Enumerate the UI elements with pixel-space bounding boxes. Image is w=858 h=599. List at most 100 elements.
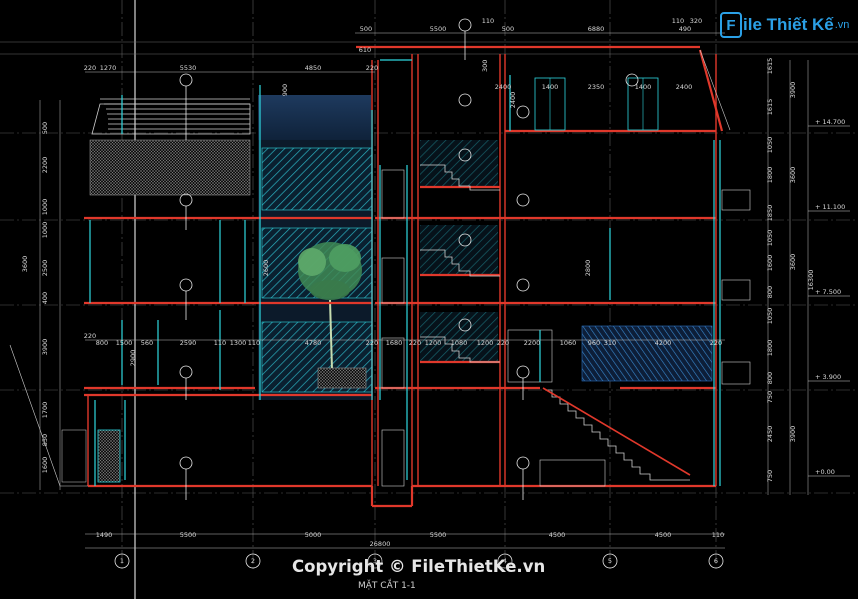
mid-dim-3: 1500 [116,339,133,347]
bottom-dim-4: 5500 [430,531,447,539]
mid-dim-14: 1080 [451,339,468,347]
top-dim-9: 500 [502,25,514,33]
left-dim-11: 3600 [21,256,29,273]
left-dim-6: 400 [41,292,49,304]
top-dim-7: 5500 [430,25,447,33]
mid-dim-9: 4780 [305,339,322,347]
left-dim-10: 1600 [41,457,49,474]
right-dim-3: 1615 [766,99,774,116]
logo-suffix: .vn [834,19,850,31]
left-dim-3: 1000 [41,199,49,216]
top-dim-10: 6880 [588,25,605,33]
top-dim-13: 490 [679,25,691,33]
right-dim-13: 1800 [766,340,774,357]
extra-dim-5: 900 [281,84,289,96]
mid-dim-10: 220 [366,339,378,347]
right-dim-1: 1615 [766,58,774,75]
grid-axis-bubbles [114,553,724,569]
top-dim-11: 110 [672,17,684,25]
bottom-dim-3: 5000 [305,531,322,539]
columns [89,59,721,486]
mid-dim-2: 800 [96,339,108,347]
mid-dim-18: 1060 [560,339,577,347]
bottom-dim-1: 1490 [96,531,113,539]
stairs [420,164,691,481]
right-dim-5: 1800 [766,167,774,184]
top-dim-8: 110 [482,17,494,25]
left-dim-9: 850 [41,434,49,446]
right-dim-11: 1050 [766,308,774,325]
copyright-watermark: Copyright © FileThietKe.vn [292,557,546,576]
mid-dim-20: 310 [604,339,616,347]
left-dim-7: 3900 [41,339,49,356]
bottom-dim-5: 4500 [549,531,566,539]
mid-dim-19: 960 [588,339,600,347]
right-dim-17: 3900 [789,426,797,443]
logo-text: ile Thiết Kế [743,15,834,34]
right-dim-2: 3900 [789,82,797,99]
mid-dim-7: 1300 [230,339,247,347]
mid-dim-13: 1200 [425,339,442,347]
mid-dim-11: 1680 [386,339,403,347]
elevation-3: + 7.500 [815,288,841,296]
bottom-dim-7: 110 [712,531,724,539]
elevation-5: +0.00 [815,468,835,476]
mid-dim-22: 220 [710,339,722,347]
top-dim-19: 1400 [635,83,652,91]
mid-dim-12: 220 [409,339,421,347]
axis-label-6: 6 [714,557,718,565]
right-dim-14: 800 [766,372,774,384]
mid-dim-17: 2200 [524,339,541,347]
left-dim-8: 1700 [41,402,49,419]
top-dim-20: 2400 [676,83,693,91]
mid-dim-16: 220 [497,339,509,347]
right-dim-4: 1050 [766,137,774,154]
top-dim-17: 1400 [542,83,559,91]
right-dim-6: 3600 [789,167,797,184]
left-dim-4: 1000 [41,222,49,239]
axis-label-4: 4 [503,557,507,565]
right-dim-12: 3600 [789,254,797,271]
mid-dim-1: 220 [84,332,96,340]
top-dim-18: 2350 [588,83,605,91]
bottom-dim-6: 4500 [655,531,672,539]
extra-dim-4: 2400 [509,92,517,109]
right-dim-10: 800 [766,286,774,298]
brand-logo[interactable]: F ile Thiết Kế .vn [720,12,849,38]
axis-label-5: 5 [608,557,612,565]
mid-dim-4: 560 [141,339,153,347]
mid-dim-8: 110 [248,339,260,347]
top-dim-15: 300 [481,60,489,72]
top-dim-16: 2400 [495,83,512,91]
left-dim-1: 500 [41,122,49,134]
elevation-2: + 11.100 [815,203,845,211]
elevation-1: + 14.700 [815,118,845,126]
grid-lines [0,0,858,570]
extra-dim-2: 2900 [129,350,137,367]
section-markers [179,18,639,500]
balcony-screen [89,139,251,196]
top-dim-2: 1270 [100,64,117,72]
courtyard-sky [258,95,371,140]
right-dim-9: 1600 [766,255,774,272]
left-dim-5: 2500 [41,260,49,277]
mid-dim-21: 4200 [655,339,672,347]
extra-dim-3: 2600 [262,260,270,277]
elevation-markers [808,125,850,477]
top-dim-4: 4850 [305,64,322,72]
top-dim-14: 610 [359,46,371,54]
left-dim-2: 2200 [41,157,49,174]
extra-dim-1: 2800 [584,260,592,277]
top-dim-3: 5530 [180,64,197,72]
walls [87,54,717,486]
right-dim-19: 16300 [807,270,815,291]
courtyard-tree [298,242,362,371]
right-dim-8: 1050 [766,230,774,247]
axis-label-3: 3 [373,557,377,565]
right-dim-7: 1850 [766,205,774,222]
right-dim-16: 2450 [766,426,774,443]
mid-dim-6: 110 [214,339,226,347]
floor-slabs [84,45,724,508]
bottom-dim-2: 5500 [180,531,197,539]
roof-pergola [91,98,251,135]
